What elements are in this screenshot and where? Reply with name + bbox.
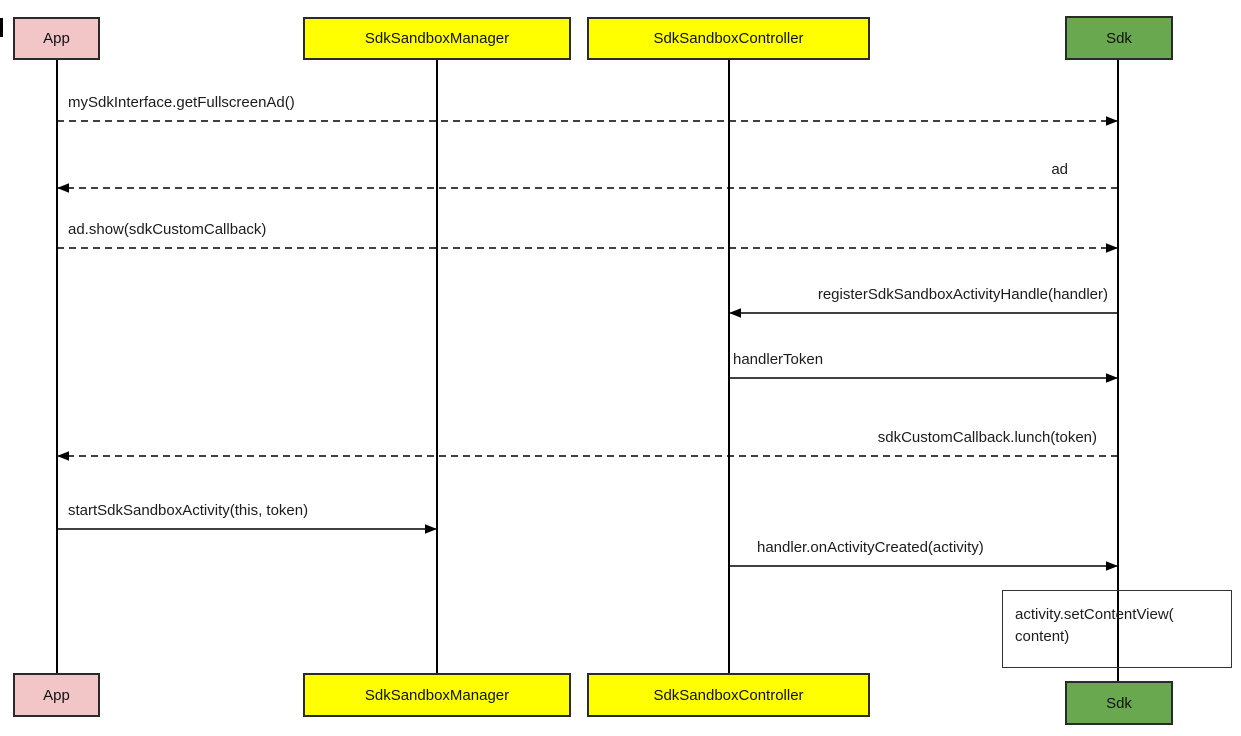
note-box: activity.setContentView( content) [1002, 590, 1232, 668]
message-label-6: startSdkSandboxActivity(this, token) [68, 502, 309, 519]
participant-label: App [43, 686, 70, 704]
arrowhead-icon [1106, 243, 1118, 253]
arrowhead-icon [57, 451, 69, 461]
participant-box-sdkSandboxManager-bottom: SdkSandboxManager [303, 673, 571, 717]
arrowhead-icon [425, 524, 437, 534]
arrowhead-icon [1106, 116, 1118, 126]
note-line: activity.setContentView( [1015, 606, 1174, 623]
participant-label: SdkSandboxManager [364, 30, 510, 47]
message-label-5: sdkCustomCallback.lunch(token) [877, 429, 1097, 446]
participant-box-app-top: App [13, 17, 100, 60]
participant-label: Sdk [1106, 29, 1132, 47]
message-label-0: mySdkInterface.getFullscreenAd() [68, 94, 295, 111]
edge-artifact [0, 18, 3, 37]
participant-box-sdk-bottom: Sdk [1065, 681, 1173, 725]
participant-box-app-bottom: App [13, 673, 100, 717]
message-label-1: ad [1051, 161, 1068, 178]
arrowhead-icon [729, 308, 741, 318]
participant-label: SdkSandboxManager [364, 686, 510, 704]
participant-box-sdkSandboxController-bottom: SdkSandboxController [587, 673, 870, 717]
message-label-2: ad.show(sdkCustomCallback) [68, 221, 267, 238]
arrowhead-icon [1106, 561, 1118, 571]
participant-box-sdkSandboxManager-top: SdkSandboxManager [303, 17, 571, 60]
message-label-3: registerSdkSandboxActivityHandle(handler… [817, 286, 1108, 303]
participant-label: App [43, 30, 70, 47]
arrowhead-icon [57, 183, 69, 193]
participant-label: Sdk [1106, 694, 1132, 712]
message-label-7: handler.onActivityCreated(activity) [757, 539, 984, 556]
message-label-4: handlerToken [733, 351, 824, 368]
arrowhead-icon [1106, 373, 1118, 383]
participant-label: SdkSandboxController [653, 30, 804, 47]
participant-box-sdk-top: Sdk [1065, 16, 1173, 60]
participant-box-sdkSandboxController-top: SdkSandboxController [587, 17, 870, 60]
note-line: content) [1015, 628, 1070, 645]
participant-label: SdkSandboxController [653, 686, 804, 704]
